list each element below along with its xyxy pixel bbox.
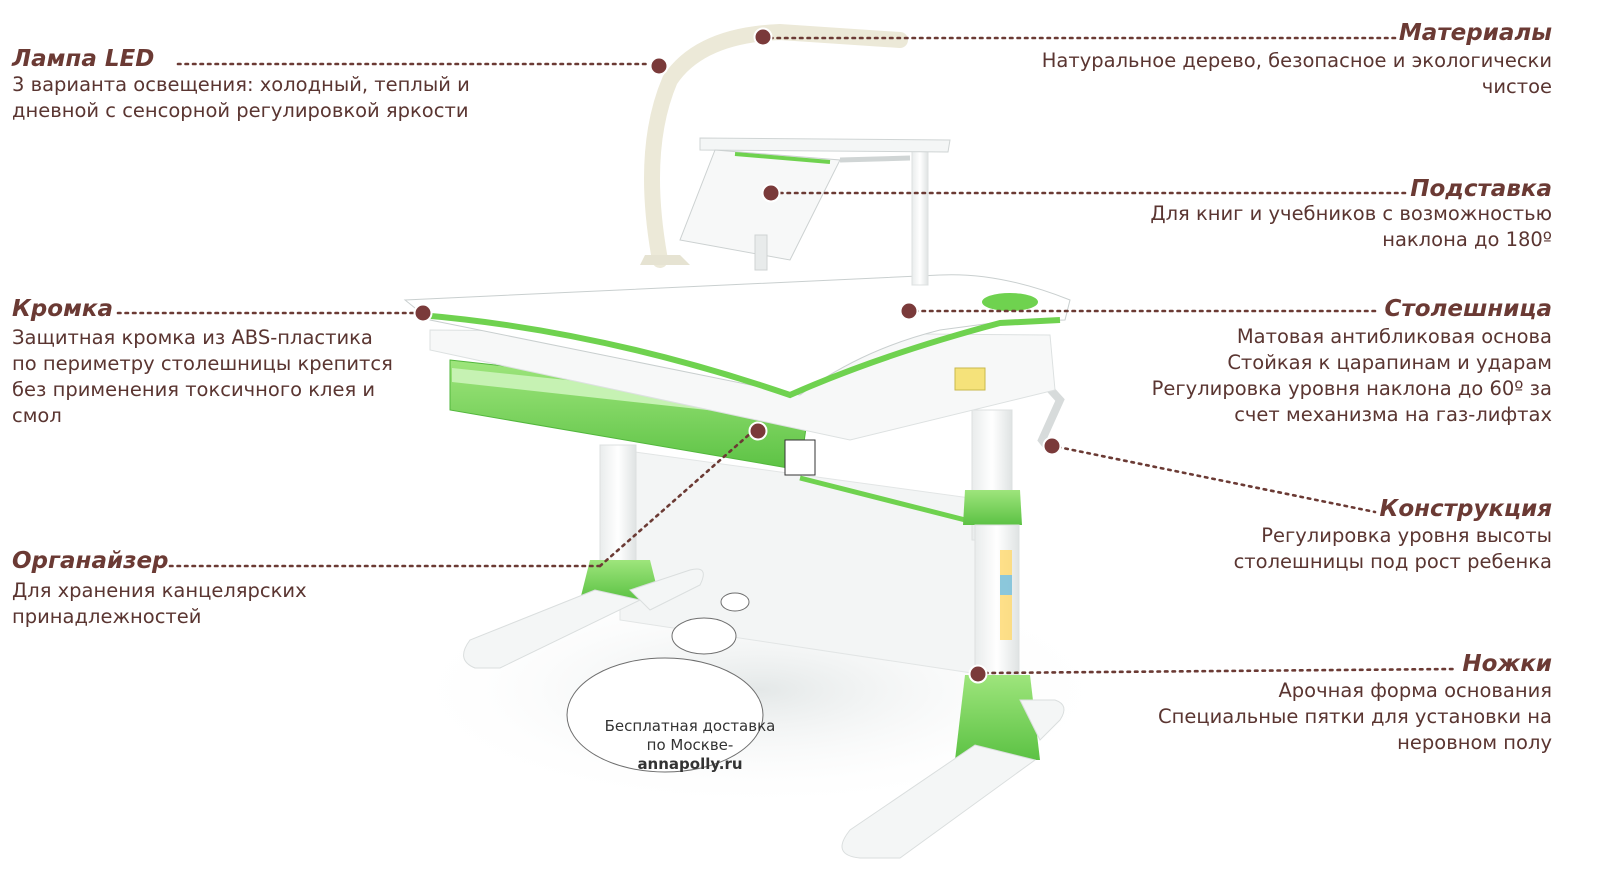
- text-line: столешницы под рост ребенка: [1233, 550, 1552, 573]
- text-line: без применения токсичного клея и: [12, 378, 376, 401]
- text-line: Регулировка уровня наклона до 60º за: [1151, 377, 1552, 400]
- dot-tabletop: [899, 301, 919, 321]
- leader-legs: [983, 667, 1457, 675]
- leader-construction: [1056, 445, 1377, 514]
- text-line: принадлежностей: [12, 605, 202, 628]
- dot-materials: [753, 27, 773, 47]
- led-lamp: [640, 23, 908, 268]
- text-line: Для хранения канцелярских: [12, 579, 307, 602]
- callout-desc-materials: Натуральное дерево, безопасное и экологи…: [1042, 48, 1552, 100]
- text-line: Защитная кромка из ABS-пластика: [12, 326, 373, 349]
- dot-stand: [761, 183, 781, 203]
- dot-legs: [968, 664, 988, 684]
- callout-desc-stand: Для книг и учебников с возможностью накл…: [1150, 201, 1552, 253]
- left-foot-back: [463, 589, 642, 669]
- left-foot-front: [629, 568, 704, 611]
- dot-lamp: [649, 56, 669, 76]
- left-leg: [463, 444, 704, 669]
- callout-desc-lamp: 3 варианта освещения: холодный, теплый и…: [12, 72, 470, 124]
- callout-title-tabletop: Столешница: [1384, 296, 1552, 322]
- text-line: Для книг и учебников с возможностью: [1150, 202, 1552, 225]
- text-line: Стойкая к царапинам и ударам: [1227, 351, 1552, 374]
- callout-desc-construction: Регулировка уровня высоты столешницы под…: [1234, 523, 1552, 575]
- callout-title-edge: Кромка: [12, 296, 113, 322]
- text-line: Регулировка уровня высоты: [1261, 524, 1552, 547]
- delivery-bubbles: [566, 592, 764, 773]
- right-leg: [841, 409, 1065, 859]
- text-line: чистое: [1481, 75, 1552, 98]
- text-line: смол: [12, 404, 62, 427]
- warning-label: [954, 367, 986, 391]
- callout-desc-legs: Арочная форма основания Специальные пятк…: [1158, 678, 1552, 756]
- desk-front: [429, 329, 1056, 441]
- site-link[interactable]: annapolly.ru: [637, 755, 743, 773]
- text-line: 3 варианта освещения: холодный, теплый и: [12, 73, 470, 96]
- bubble-line: Бесплатная доставка: [604, 717, 776, 735]
- leader-organizer-diag: [598, 430, 754, 568]
- text-line: Специальные пятки для установки на: [1157, 705, 1552, 728]
- right-foot: [841, 744, 1037, 859]
- anchor-dots: [413, 27, 1062, 684]
- callout-desc-organizer: Для хранения канцелярских принадлежносте…: [12, 578, 307, 630]
- callout-title-organizer: Органайзер: [12, 548, 169, 574]
- bubble-line: по Москве-: [646, 736, 734, 754]
- text-line: дневной с сенсорной регулировкой яркости: [12, 99, 469, 122]
- text-line: счет механизма на газ-лифтах: [1234, 403, 1552, 426]
- delivery-bubble-text: Бесплатная доставка по Москве- annapolly…: [590, 717, 790, 774]
- leader-lines: [116, 36, 1457, 675]
- callout-title-construction: Конструкция: [1379, 496, 1552, 522]
- callout-title-stand: Подставка: [1410, 176, 1552, 202]
- text-line: Арочная форма основания: [1278, 679, 1552, 702]
- callout-title-lamp: Лампа LED: [12, 46, 155, 72]
- text-line: по периметру столешницы крепится: [12, 352, 393, 375]
- text-line: Натуральное дерево, безопасное и экологи…: [1041, 49, 1552, 72]
- cup-holder: [982, 293, 1038, 311]
- dot-organizer: [748, 421, 768, 441]
- callout-desc-edge: Защитная кромка из ABS-пластика по перим…: [12, 325, 393, 429]
- dot-construction: [1042, 436, 1062, 456]
- text-line: наклона до 180º: [1382, 228, 1552, 251]
- callout-title-legs: Ножки: [1462, 651, 1552, 677]
- callout-title-materials: Материалы: [1398, 20, 1552, 46]
- rear-panel-green-strip: [799, 475, 986, 528]
- dot-edge: [413, 303, 433, 323]
- book-stand: [679, 137, 951, 286]
- text-line: Матовая антибликовая основа: [1236, 325, 1552, 348]
- callout-desc-tabletop: Матовая антибликовая основа Стойкая к ца…: [1152, 324, 1552, 428]
- text-line: неровном полу: [1397, 731, 1552, 754]
